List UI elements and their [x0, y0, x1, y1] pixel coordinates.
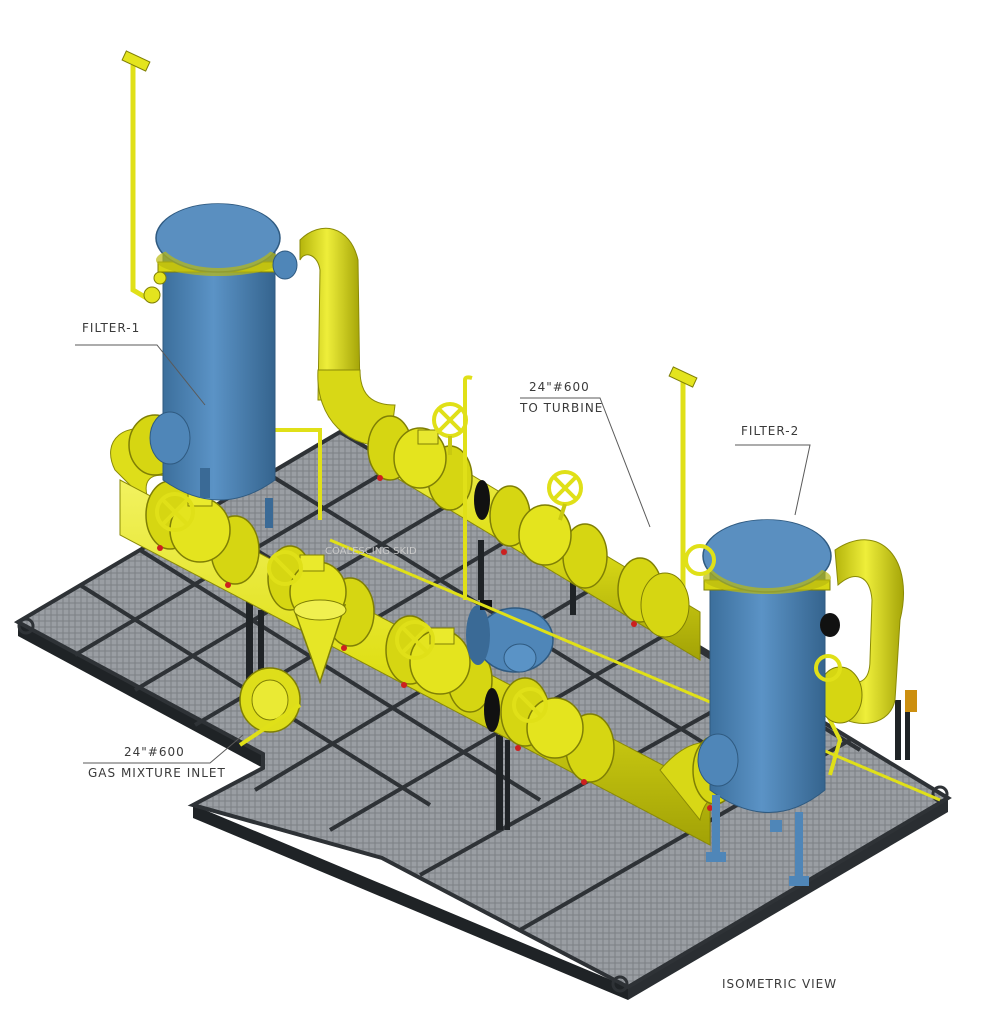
- center-blue-vessel: [466, 600, 554, 673]
- view-title: ISOMETRIC VIEW: [722, 977, 838, 991]
- inlet-size-label: 24"#600: [124, 745, 185, 759]
- pipe-supports: [246, 540, 910, 830]
- faint-tag: COALESCING SKID: [325, 546, 417, 557]
- outlet-destination-label: TO TURBINE: [520, 401, 604, 415]
- outlet-header-pipe: [299, 227, 701, 661]
- inlet-name-label: GAS MIXTURE INLET: [88, 766, 226, 780]
- filter-2-label: FILTER-2: [741, 424, 800, 438]
- filter-1-label: FILTER-1: [82, 321, 141, 335]
- filter-1-vessel: [121, 50, 298, 528]
- filter-2-vessel: [640, 366, 917, 886]
- outlet-size-label: 24"#600: [529, 380, 590, 394]
- leader-lines: [75, 344, 811, 764]
